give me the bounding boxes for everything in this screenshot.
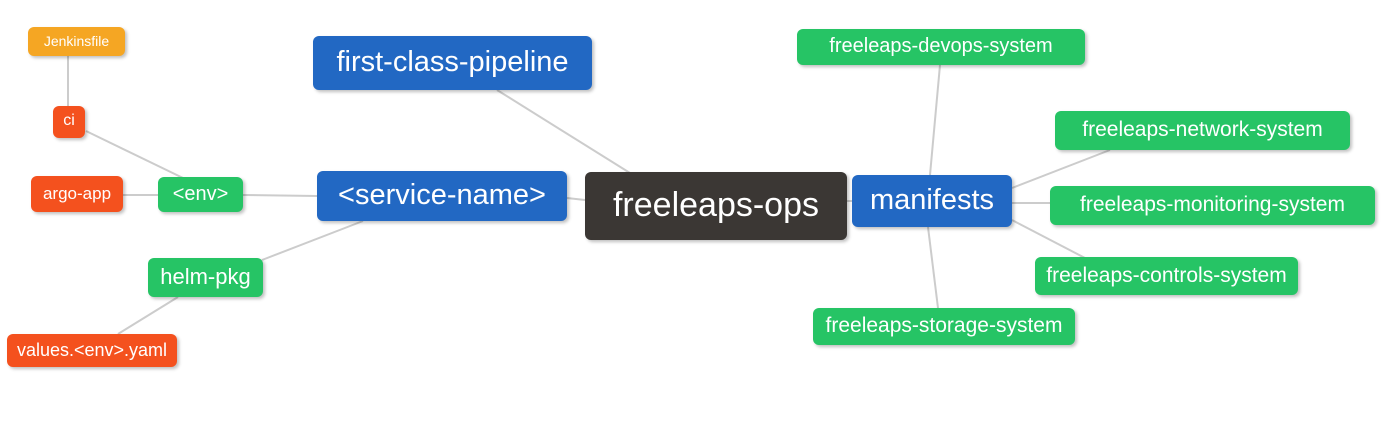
node-env[interactable]: <env>: [158, 177, 243, 212]
edge-ci-to-env: [85, 130, 184, 179]
edge-manifests-to-freeleaps-controls-system: [1011, 219, 1086, 259]
node-manifests[interactable]: manifests: [852, 175, 1012, 227]
node-freeleaps-storage-system[interactable]: freeleaps-storage-system: [813, 308, 1075, 345]
node-ci[interactable]: ci: [53, 106, 85, 138]
node-freeleaps-ops[interactable]: freeleaps-ops: [585, 172, 847, 240]
node-service-name[interactable]: <service-name>: [317, 171, 567, 221]
edge-first-class-pipeline-to-freeleaps-ops: [496, 89, 631, 174]
node-jenkinsfile[interactable]: Jenkinsfile: [28, 27, 125, 56]
node-freeleaps-controls-system[interactable]: freeleaps-controls-system: [1035, 257, 1298, 295]
node-values-env-yaml[interactable]: values.<env>.yaml: [7, 334, 177, 367]
edge-service-name-to-freeleaps-ops: [566, 197, 586, 201]
edge-service-name-to-helm-pkg: [261, 220, 364, 261]
node-helm-pkg[interactable]: helm-pkg: [148, 258, 263, 297]
node-freeleaps-devops-system[interactable]: freeleaps-devops-system: [797, 29, 1085, 65]
edge-manifests-to-freeleaps-network-system: [1011, 149, 1111, 189]
node-first-class-pipeline[interactable]: first-class-pipeline: [313, 36, 592, 90]
edge-helm-pkg-to-values-env-yaml: [117, 296, 179, 335]
node-freeleaps-monitoring-system[interactable]: freeleaps-monitoring-system: [1050, 186, 1375, 225]
edge-manifests-to-freeleaps-devops-system: [929, 64, 941, 176]
edge-manifests-to-freeleaps-storage-system: [927, 226, 939, 309]
edge-env-to-service-name: [242, 194, 318, 197]
node-freeleaps-network-system[interactable]: freeleaps-network-system: [1055, 111, 1350, 150]
node-argo-app[interactable]: argo-app: [31, 176, 123, 212]
